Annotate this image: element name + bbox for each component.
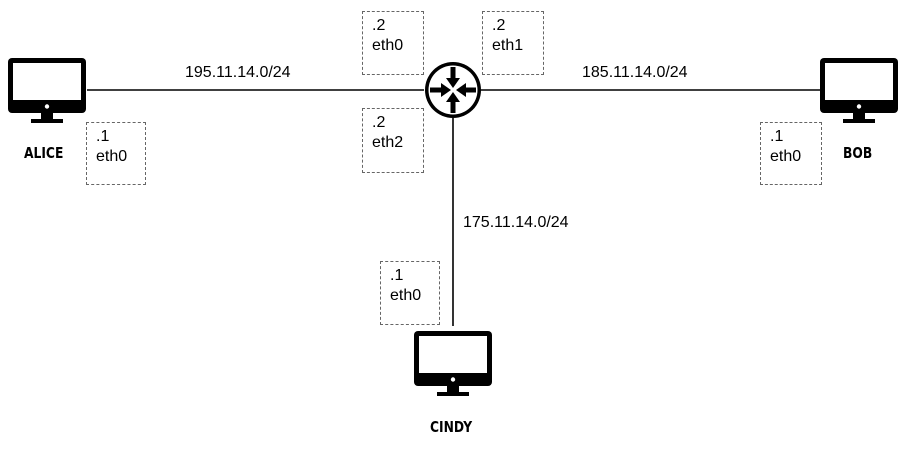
interface-device: eth0 (96, 148, 128, 165)
router-icon (425, 62, 481, 118)
host-label-cindy: CINDY (430, 418, 473, 436)
interface-address: .1 (96, 128, 110, 145)
interface-device: eth0 (770, 148, 802, 165)
network-label-bob-link: 185.11.14.0/24 (582, 64, 688, 81)
interface-address: .2 (372, 17, 386, 34)
computer-monitor-icon (8, 58, 86, 123)
interface-address: .1 (390, 267, 404, 284)
interface-box-alice: .1 eth0 (86, 122, 146, 185)
interface-device: eth0 (390, 287, 422, 304)
computer-monitor-icon (414, 331, 492, 396)
interface-box-router-eth0: .2 eth0 (362, 11, 424, 75)
host-label-bob: BOB (843, 144, 873, 162)
interface-address: .2 (372, 114, 386, 131)
interface-box-bob: .1 eth0 (760, 122, 822, 185)
network-label-cindy-link: 175.11.14.0/24 (463, 214, 569, 231)
host-label-alice: ALICE (24, 144, 64, 162)
interface-box-router-eth2: .2 eth2 (362, 108, 424, 173)
interface-box-cindy: .1 eth0 (380, 261, 440, 325)
interface-device: eth2 (372, 134, 404, 151)
network-label-alice-link: 195.11.14.0/24 (185, 64, 291, 81)
interface-address: .2 (492, 17, 506, 34)
interface-box-router-eth1: .2 eth1 (482, 11, 544, 75)
interface-device: eth1 (492, 37, 524, 54)
interface-device: eth0 (372, 37, 404, 54)
computer-monitor-icon (820, 58, 898, 123)
interface-address: .1 (770, 128, 784, 145)
